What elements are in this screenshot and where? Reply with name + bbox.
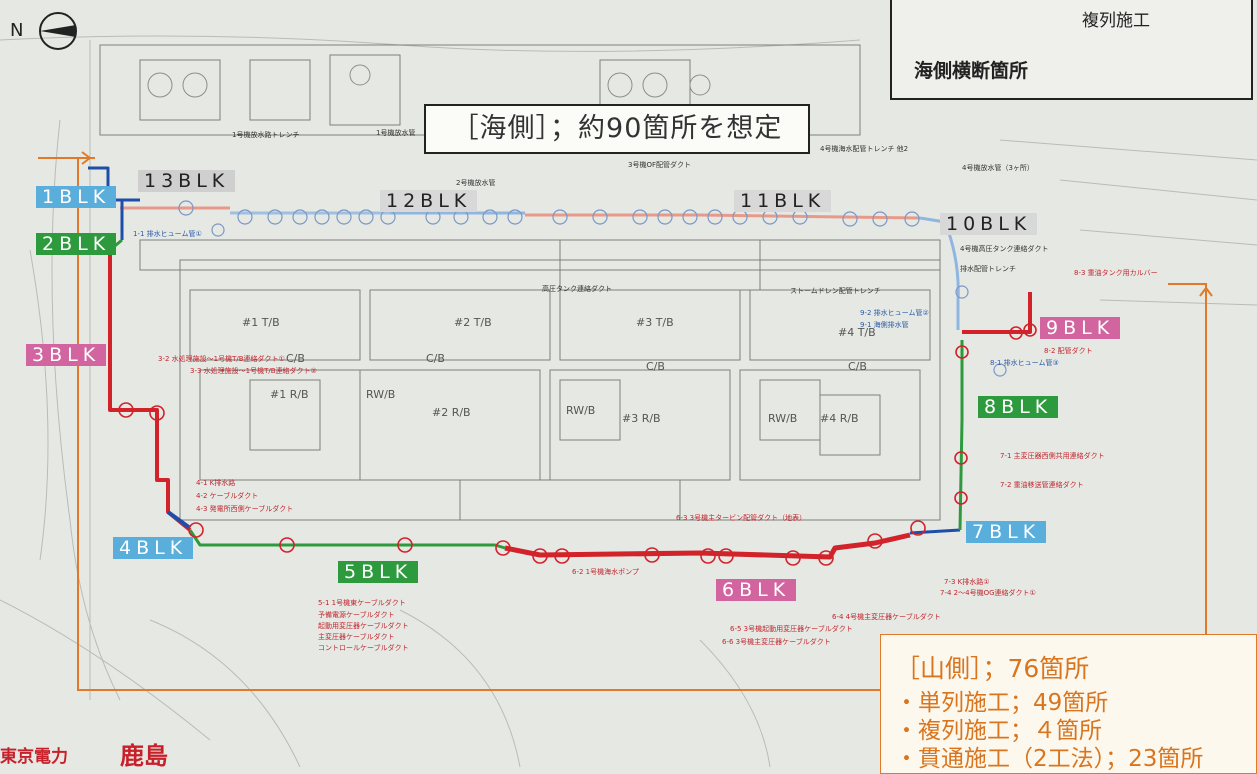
block-label-4: 4BLK [113, 537, 194, 559]
annotation: 主変圧器ケーブルダクト [318, 633, 395, 641]
mountain-crossing-markers [118, 323, 1037, 566]
block-label-7: 7BLK [966, 521, 1047, 543]
legend-dual-label: 複列施工 [1082, 11, 1150, 31]
block-label-10: 10BLK [940, 213, 1038, 235]
annotation: 1-1 排水ヒューム管① [133, 230, 202, 238]
building-t1: #1 T/B [242, 316, 280, 329]
annotation: 6-5 3号機起動用変圧器ケーブルダクト [730, 625, 853, 633]
annotation: 6-6 3号機主変圧器ケーブルダクト [722, 638, 831, 646]
mountain-line-1: ・単列施工；49箇所 [895, 690, 1109, 716]
annotation: 8-1 排水ヒューム管③ [990, 359, 1059, 367]
block-label-6: 6BLK [716, 579, 797, 601]
block-label-1: 1BLK [36, 186, 117, 208]
annotation: 排水配管トレンチ [960, 265, 1016, 273]
legend-sea-crossing-label: 海側横断箇所 [914, 60, 1029, 82]
building-r1: #1 R/B [270, 388, 309, 401]
building-cb2: C/B [426, 352, 445, 365]
annotation: 4-3 発電所西側ケーブルダクト [196, 505, 294, 513]
block-label-9: 9BLK [1040, 317, 1121, 339]
mountain-route [88, 166, 1032, 560]
annotation: 7-4 2～4号機OG連絡ダクト① [940, 589, 1036, 597]
annotation: 1号機放水路トレンチ [232, 131, 300, 139]
annotation: 4号機高圧タンク連絡ダクト [960, 245, 1049, 253]
building-t3: #3 T/B [636, 316, 674, 329]
annotation: 1号機放水管 [376, 129, 416, 137]
annotation: 2号機放水管 [456, 179, 496, 187]
building-t2: #2 T/B [454, 316, 492, 329]
building-cb3: C/B [646, 360, 665, 373]
annotation: 7-1 主変圧器西側共用連絡ダクト [1000, 452, 1105, 460]
building-cb1: C/B [286, 352, 305, 365]
annotation: 4号機放水管（3ヶ所） [962, 164, 1034, 172]
block-label-5: 5BLK [338, 561, 419, 583]
boundary-lines [38, 151, 1213, 691]
annotation: 7-2 重油移送管連絡ダクト [1000, 481, 1084, 489]
annotation: 4-2 ケーブルダクト [196, 492, 259, 500]
mountain-side-callout: ［山側］；76箇所 ・単列施工；49箇所 ・複列施工；４箇所 ・貫通施工（2工法… [880, 634, 1257, 774]
annotation: 6-4 4号機主変圧器ケーブルダクト [832, 613, 941, 621]
block-label-12: 12BLK [380, 190, 478, 212]
annotation: 5-1 1号機東ケーブルダクト [318, 599, 406, 607]
annotation: 9-2 排水ヒューム管② [860, 309, 929, 317]
block-label-8: 8BLK [978, 396, 1059, 418]
annotation: 7-3 K排水路① [944, 578, 990, 586]
annotation: 6-2 1号機海水ポンプ [572, 568, 639, 576]
tank-circles [147, 64, 711, 98]
block-label-13: 13BLK [138, 170, 236, 192]
annotation: 予備電源ケーブルダクト [318, 611, 395, 619]
building-outlines [99, 44, 941, 521]
mountain-line-2: ・複列施工；４箇所 [895, 718, 1102, 744]
mountain-title: ［山側］；76箇所 [895, 654, 1090, 683]
annotation: 4号機海水配管トレンチ 他2 [820, 145, 909, 153]
annotation: コントロールケーブルダクト [318, 644, 409, 652]
annotation: 8-2 配管ダクト [1044, 347, 1093, 355]
building-t4: #4 T/B [838, 326, 876, 339]
sea-route [120, 206, 960, 330]
building-rw1: RW/B [366, 388, 396, 401]
annotation: 起動用変圧器ケーブルダクト [318, 622, 409, 630]
tepco-logo: 東京電力 [0, 747, 68, 767]
annotation: 6-3 3号機主タービン配管ダクト（地表） [676, 514, 807, 522]
annotation: 8-3 重油タンク用カルバー [1074, 269, 1158, 277]
legend-box: 複列施工 海側横断箇所 [890, 0, 1253, 100]
annotation: 3-3 水処理施設～1号機T/B連絡ダクト② [190, 367, 317, 375]
block-label-2: 2BLK [36, 233, 117, 255]
building-rw3: RW/B [566, 404, 596, 417]
annotation: 9-1 海側排水管 [860, 321, 909, 329]
annotation: 高圧タンク連絡ダクト [542, 285, 612, 293]
sea-side-callout: ［海側］；約90箇所を想定 [424, 104, 810, 154]
building-rw4: RW/B [768, 412, 798, 425]
north-arrow-icon [39, 12, 77, 50]
block-label-11: 11BLK [734, 190, 832, 212]
building-r3: #3 R/B [622, 412, 661, 425]
annotation: 3号機OF配管ダクト [628, 161, 691, 169]
north-label: N [10, 20, 24, 41]
block-label-3: 3BLK [26, 344, 107, 366]
kajima-logo: 鹿島 [120, 742, 168, 770]
annotation: 3-2 水処理施設～1号機T/B連絡ダクト① [158, 355, 285, 363]
terrain-lines [0, 35, 1257, 767]
annotation: ストームドレン配管トレンチ [790, 287, 881, 295]
annotation: 4-1 K排水路 [196, 479, 236, 487]
building-cb4: C/B [848, 360, 867, 373]
building-r4: #4 R/B [820, 412, 859, 425]
mountain-line-3: ・貫通施工（2工法）；23箇所 [895, 746, 1204, 772]
sea-crossing-markers [178, 200, 1007, 377]
building-r2: #2 R/B [432, 406, 471, 419]
